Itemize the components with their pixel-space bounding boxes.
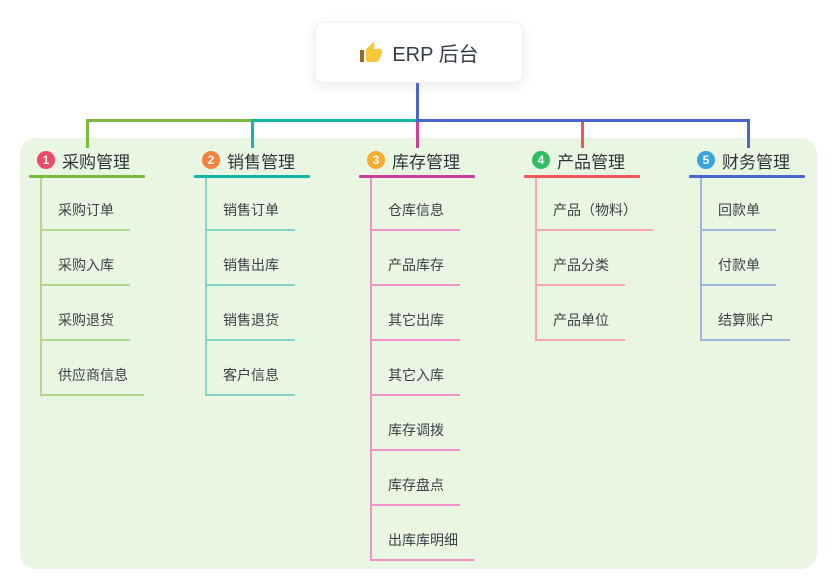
branch-node-purchase[interactable]: 1 采购管理 [29,147,130,173]
child-node[interactable]: 采购入库 [40,254,130,286]
child-node[interactable]: 销售出库 [205,254,295,286]
connector-bus-green [86,119,254,122]
branch-node-sales[interactable]: 2 销售管理 [194,147,295,173]
root-title: ERP 后台 [392,44,479,66]
thumbs-up-icon [360,41,383,62]
branch-number-badge: 1 [37,151,55,169]
branch-child-rail [700,178,702,341]
branch-number-badge: 5 [697,151,715,169]
branch-underline [29,175,145,178]
child-node[interactable]: 供应商信息 [40,364,144,396]
branch-node-product[interactable]: 4 产品管理 [524,147,625,173]
branch-label: 财务管理 [722,152,790,172]
connector-bus-teal [252,119,418,122]
branch-node-finance[interactable]: 5 财务管理 [689,147,790,173]
child-node[interactable]: 采购订单 [40,199,130,231]
connector-root-stem [416,83,419,121]
branch-number-badge: 4 [532,151,550,169]
branch-label: 采购管理 [62,152,130,172]
branch-underline [359,175,475,178]
branch-number-badge: 2 [202,151,220,169]
branch-label: 销售管理 [227,152,295,172]
branch-number-badge: 3 [367,151,385,169]
branch-child-rail [40,178,42,396]
connector-drop-product [581,122,584,148]
child-node[interactable]: 库存调拨 [370,419,460,451]
child-node[interactable]: 其它入库 [370,364,460,396]
branch-label: 产品管理 [557,152,625,172]
child-node[interactable]: 结算账户 [700,309,790,341]
branch-child-rail [370,178,372,561]
child-node[interactable]: 产品单位 [535,309,625,341]
branch-child-rail [205,178,207,396]
child-node[interactable]: 出库库明细 [370,529,474,561]
connector-drop-finance [747,119,750,148]
child-node[interactable]: 仓库信息 [370,199,460,231]
child-node[interactable]: 其它出库 [370,309,460,341]
child-node[interactable]: 销售订单 [205,199,295,231]
connector-drop-sales [251,119,254,148]
child-node[interactable]: 库存盘点 [370,474,460,506]
child-node[interactable]: 产品分类 [535,254,625,286]
child-node[interactable]: 客户信息 [205,364,295,396]
connector-drop-purchase [86,119,89,148]
child-node[interactable]: 产品（物料） [535,199,653,231]
branch-child-rail [535,178,537,341]
branch-underline [689,175,805,178]
branch-underline [194,175,310,178]
child-node[interactable]: 采购退货 [40,309,130,341]
root-node-erp[interactable]: ERP 后台 [315,22,523,83]
child-node[interactable]: 回款单 [700,199,776,231]
mindmap-canvas [20,138,817,569]
connector-bus-blue [416,119,750,122]
child-node[interactable]: 销售退货 [205,309,295,341]
branch-underline [524,175,640,178]
branch-label: 库存管理 [392,152,460,172]
connector-drop-inventory [416,122,419,148]
branch-node-inventory[interactable]: 3 库存管理 [359,147,460,173]
child-node[interactable]: 付款单 [700,254,776,286]
child-node[interactable]: 产品库存 [370,254,460,286]
